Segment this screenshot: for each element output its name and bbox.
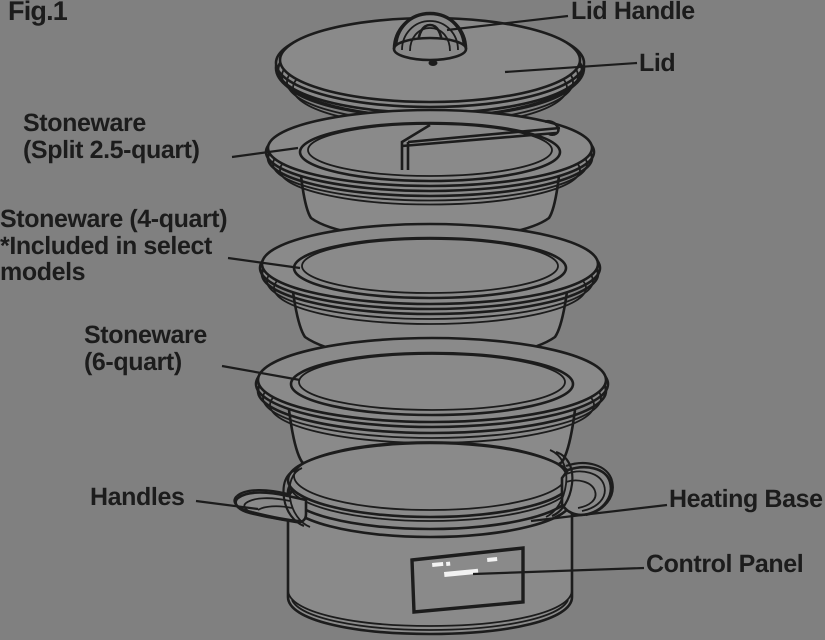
leader-lines — [195, 14, 668, 576]
leader-heating-base — [530, 503, 668, 523]
lid-vent-hole — [428, 60, 438, 66]
handle-left — [233, 467, 311, 528]
label-stoneware-four-quart: Stoneware (4-quart) *Included in select … — [0, 205, 228, 286]
leader-control-panel — [472, 566, 645, 576]
leader-stoneware-split — [231, 146, 299, 159]
lid-handle-shape — [392, 11, 468, 62]
stoneware-split-group — [264, 108, 596, 242]
leader-lid — [504, 61, 638, 74]
leader-stoneware-four — [227, 256, 301, 270]
heating-base-group — [233, 441, 614, 636]
figure-number: Fig.1 — [8, 0, 68, 26]
lid-group — [274, 11, 586, 127]
control-panel-shape — [410, 546, 525, 614]
label-stoneware-six-quart: Stoneware (6-quart) — [84, 321, 207, 376]
split-divider — [400, 119, 561, 170]
leader-lid-handle — [446, 14, 569, 32]
label-stoneware-split: Stoneware (Split 2.5-quart) — [23, 109, 200, 164]
label-handles: Handles — [90, 483, 185, 511]
label-control-panel: Control Panel — [646, 550, 804, 578]
label-lid-handle: Lid Handle — [571, 0, 695, 25]
handle-right — [545, 449, 614, 518]
label-heating-base: Heating Base — [669, 485, 823, 513]
label-lid: Lid — [639, 49, 676, 77]
leader-stoneware-six — [221, 364, 301, 382]
leader-handles — [195, 499, 259, 511]
